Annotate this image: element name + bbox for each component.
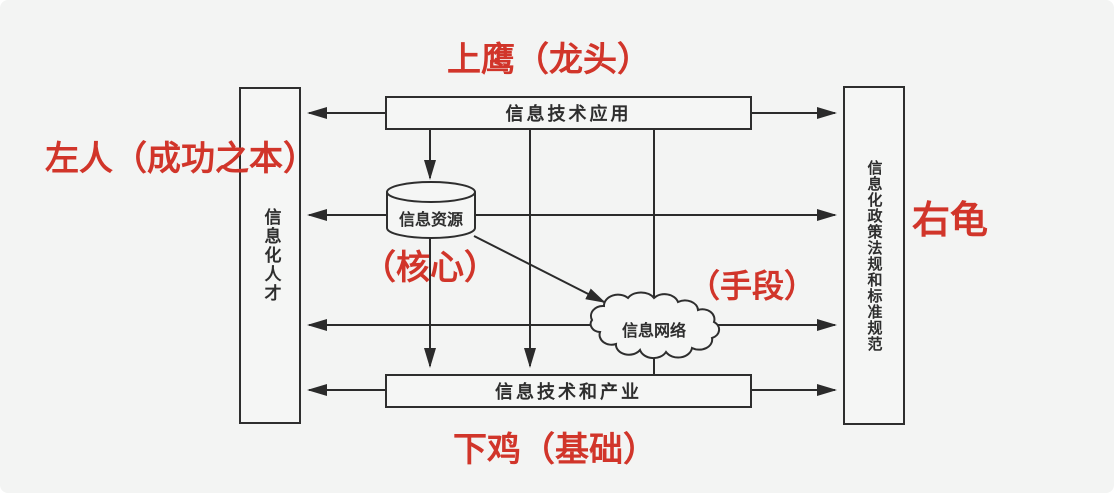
annotation-top: 上鹰（龙头） xyxy=(447,40,651,80)
annotation-core: （核心） xyxy=(362,248,498,288)
node-right-box-label: 信息化政策法规和标准规范 xyxy=(865,159,884,352)
node-bottom-box-label: 信息技术和产业 xyxy=(495,382,642,403)
node-top-box: 信息技术应用 xyxy=(385,96,752,130)
node-bottom-box: 信息技术和产业 xyxy=(385,374,752,408)
annotation-left: 左人（成功之本） xyxy=(45,139,317,179)
annotation-bottom: 下鸡（基础） xyxy=(453,430,657,470)
annotation-right: 右龟 xyxy=(912,198,989,242)
edge-cylinder-to-cloud xyxy=(473,235,606,303)
cloud-label: 信息网络 xyxy=(621,321,686,340)
node-right-box: 信息化政策法规和标准规范 xyxy=(843,86,905,425)
cloud-shape xyxy=(589,291,721,360)
annotation-means: （手段） xyxy=(688,267,817,305)
cylinder-label: 信息资源 xyxy=(398,210,463,229)
node-top-box-label: 信息技术应用 xyxy=(505,104,632,125)
node-left-box-label: 信息化人才 xyxy=(260,208,281,303)
node-left-box: 信息化人才 xyxy=(239,87,301,424)
cylinder-shape xyxy=(386,181,476,239)
